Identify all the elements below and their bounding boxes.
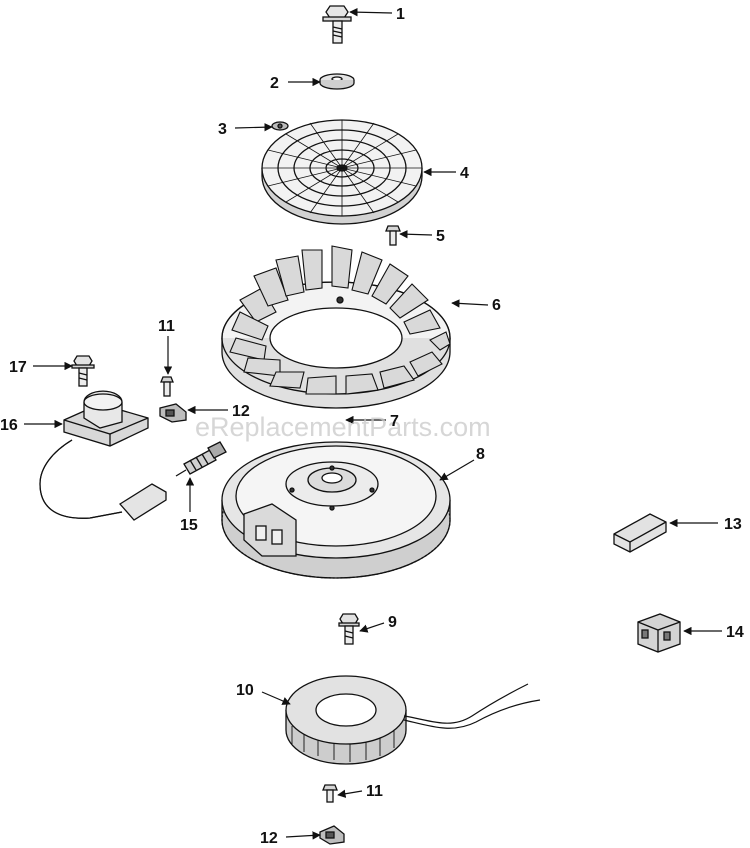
callout-6: 6 xyxy=(492,297,501,314)
part-10-stator[interactable] xyxy=(285,675,541,765)
part-16-ignition-module[interactable] xyxy=(39,390,167,521)
callout-7: 7 xyxy=(390,413,399,430)
leader-lines xyxy=(24,7,722,840)
part-4-grass-screen[interactable] xyxy=(261,119,423,225)
part-1-bolt[interactable] xyxy=(322,5,352,44)
watermark-text: eReplacementParts.com xyxy=(195,412,491,442)
callout-12-upper: 12 xyxy=(232,403,250,420)
callout-11-lower: 11 xyxy=(366,783,383,800)
part-15-spark-plug[interactable] xyxy=(175,441,227,477)
callout-10: 10 xyxy=(236,682,254,699)
callout-16: 16 xyxy=(0,417,18,434)
callout-15: 15 xyxy=(180,517,198,534)
callout-4: 4 xyxy=(460,165,469,182)
callout-11-upper: 11 xyxy=(158,318,175,335)
part-11-screw-lower[interactable] xyxy=(322,784,338,803)
callout-13: 13 xyxy=(724,516,742,533)
callout-9: 9 xyxy=(388,614,397,631)
part-6-cooling-fan[interactable] xyxy=(221,245,451,409)
part-2-washer[interactable] xyxy=(319,73,355,90)
part-17-bolt[interactable] xyxy=(71,355,95,387)
callout-17: 17 xyxy=(9,359,27,376)
part-13-connector[interactable] xyxy=(613,513,667,553)
callout-12-lower: 12 xyxy=(260,830,278,847)
callout-14: 14 xyxy=(726,624,744,641)
callout-1: 1 xyxy=(396,6,405,23)
part-12-clip-lower[interactable] xyxy=(319,825,345,845)
part-11-screw-upper[interactable] xyxy=(160,376,174,397)
part-3-nut[interactable] xyxy=(271,121,289,131)
part-8-flywheel[interactable] xyxy=(221,441,451,579)
part-5-screw[interactable] xyxy=(385,225,401,246)
part-14-terminal-block[interactable] xyxy=(637,613,681,653)
callout-5: 5 xyxy=(436,228,445,245)
part-12-clip-upper[interactable] xyxy=(159,403,187,423)
part-9-bolt[interactable] xyxy=(338,613,360,645)
callout-2: 2 xyxy=(270,75,279,92)
callout-8: 8 xyxy=(476,446,485,463)
callout-3: 3 xyxy=(218,121,227,138)
callout-labels: 1 2 3 4 5 6 11 17 12 16 7 8 15 13 9 14 1… xyxy=(0,6,744,847)
